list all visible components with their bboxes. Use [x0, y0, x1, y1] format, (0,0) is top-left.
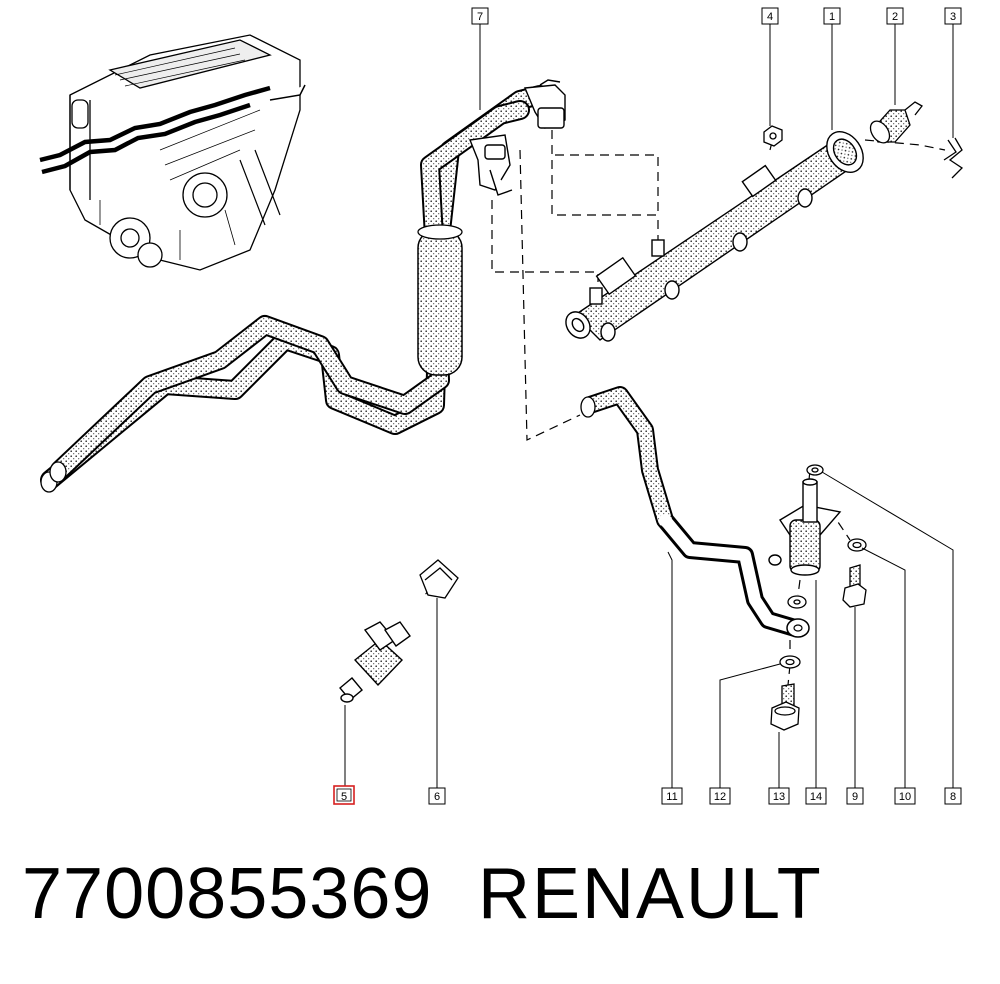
callout-leader-lines — [344, 24, 954, 788]
svg-text:3: 3 — [950, 11, 956, 23]
engine-thumbnail-illustration — [39, 34, 306, 271]
svg-text:7: 7 — [477, 11, 483, 23]
bolt-part-13 — [770, 683, 800, 731]
brand-caption: RENAULT — [478, 854, 823, 934]
nut-part-4 — [763, 125, 783, 147]
callout-label-14: 14 — [805, 787, 827, 805]
svg-text:5: 5 — [341, 791, 347, 803]
fuel-pressure-line-part-11 — [580, 386, 810, 638]
fuel-hoses-part-7 — [40, 85, 550, 493]
pulsation-damper-part-14 — [768, 478, 842, 576]
svg-text:8: 8 — [950, 791, 956, 803]
fuel-rail-part-1 — [565, 131, 864, 342]
washers — [779, 464, 867, 669]
callout-label-3: 3 — [944, 7, 962, 25]
retaining-clip-part-3 — [943, 137, 964, 179]
callout-label-6: 6 — [428, 787, 446, 805]
callout-label-12: 12 — [709, 787, 731, 805]
callout-label-9: 9 — [846, 787, 864, 805]
callout-label-13: 13 — [768, 787, 790, 805]
assembly-guide-lines — [424, 129, 946, 686]
screw-part-9 — [842, 564, 867, 608]
callout-label-4: 4 — [761, 7, 779, 25]
part-number-caption: 7700855369 — [22, 854, 433, 934]
callout-label-10: 10 — [894, 787, 916, 805]
callout-label-2: 2 — [886, 7, 904, 25]
svg-text:9: 9 — [852, 791, 858, 803]
svg-text:4: 4 — [767, 11, 773, 23]
svg-text:10: 10 — [899, 791, 911, 803]
callout-label-7: 7 — [471, 7, 489, 25]
callout-label-1: 1 — [823, 7, 841, 25]
callout-label-5-highlighted: 5 — [333, 785, 355, 805]
hose-quick-connectors — [469, 79, 566, 196]
fuel-injector-part-5 — [339, 621, 411, 703]
callout-label-11: 11 — [661, 787, 683, 805]
svg-text:12: 12 — [714, 791, 726, 803]
svg-text:6: 6 — [434, 791, 440, 803]
injector-clip-part-6 — [419, 559, 459, 599]
pressure-regulator-part-2 — [869, 101, 923, 144]
svg-text:1: 1 — [829, 11, 835, 23]
callout-label-8: 8 — [944, 787, 962, 805]
svg-text:13: 13 — [773, 791, 785, 803]
svg-text:2: 2 — [892, 11, 898, 23]
svg-text:11: 11 — [666, 791, 677, 803]
svg-text:14: 14 — [810, 791, 822, 803]
